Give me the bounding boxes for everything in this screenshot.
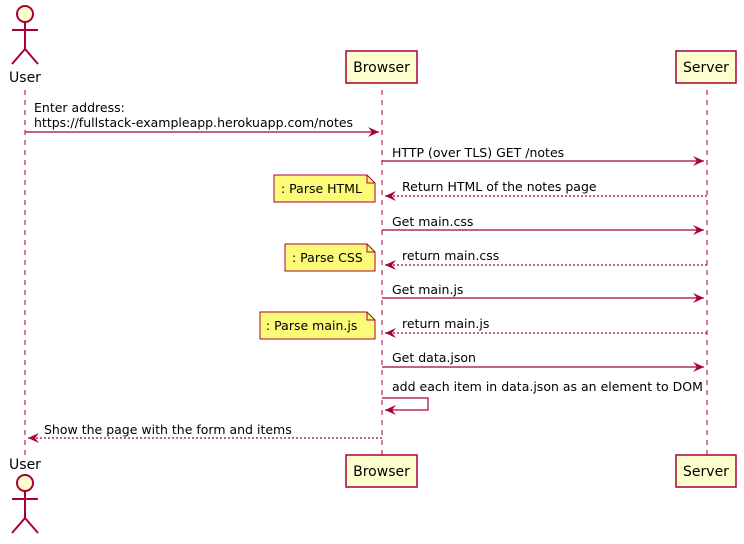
message-label: Get main.css — [392, 214, 473, 229]
message-get-js: Get main.js — [382, 282, 704, 303]
message-label: Enter address: — [34, 100, 125, 115]
message-self-render: add each item in data.json as an element… — [382, 379, 703, 415]
message-label: Show the page with the form and items — [44, 422, 292, 437]
server-participant-bottom: Server — [675, 454, 737, 488]
message-arrow — [382, 397, 429, 415]
message-enter-address: Enter address: https://fullstack-example… — [25, 100, 379, 137]
message-label: return main.js — [402, 316, 489, 331]
note-text: : Parse HTML — [281, 181, 362, 196]
user-actor-bottom — [11, 474, 39, 534]
browser-label-top: Browser — [353, 60, 410, 76]
message-get-data-json: Get data.json — [382, 350, 704, 372]
note-text: : Parse CSS — [292, 250, 363, 265]
note-parse-main-js: : Parse main.js — [259, 311, 376, 340]
message-label: HTTP (over TLS) GET /notes — [392, 145, 564, 160]
browser-participant-bottom: Browser — [345, 454, 418, 488]
server-participant-top: Server — [675, 50, 737, 84]
message-return-html: Return HTML of the notes page — [385, 179, 707, 201]
message-label: Return HTML of the notes page — [402, 179, 597, 194]
message-get-css: Get main.css — [382, 214, 704, 235]
browser-label-bottom: Browser — [353, 464, 410, 480]
note-parse-html: : Parse HTML — [273, 174, 376, 203]
user-label-bottom: User — [9, 457, 41, 473]
user-actor-top — [11, 5, 39, 65]
message-return-css: return main.css — [385, 248, 707, 270]
message-get-notes: HTTP (over TLS) GET /notes — [382, 145, 704, 166]
message-return-js: return main.js — [385, 316, 707, 338]
message-label: https://fullstack-exampleapp.herokuapp.c… — [34, 115, 353, 130]
message-show-page: Show the page with the form and items — [28, 422, 382, 443]
note-text: : Parse main.js — [266, 318, 357, 333]
message-label: return main.css — [402, 248, 499, 263]
user-label-top: User — [9, 70, 41, 86]
message-label: Get main.js — [392, 282, 463, 297]
message-label: add each item in data.json as an element… — [392, 379, 703, 394]
server-label-top: Server — [683, 60, 729, 76]
browser-participant-top: Browser — [345, 50, 418, 84]
message-label: Get data.json — [392, 350, 476, 365]
note-parse-css: : Parse CSS — [284, 243, 376, 272]
server-label-bottom: Server — [683, 464, 729, 480]
